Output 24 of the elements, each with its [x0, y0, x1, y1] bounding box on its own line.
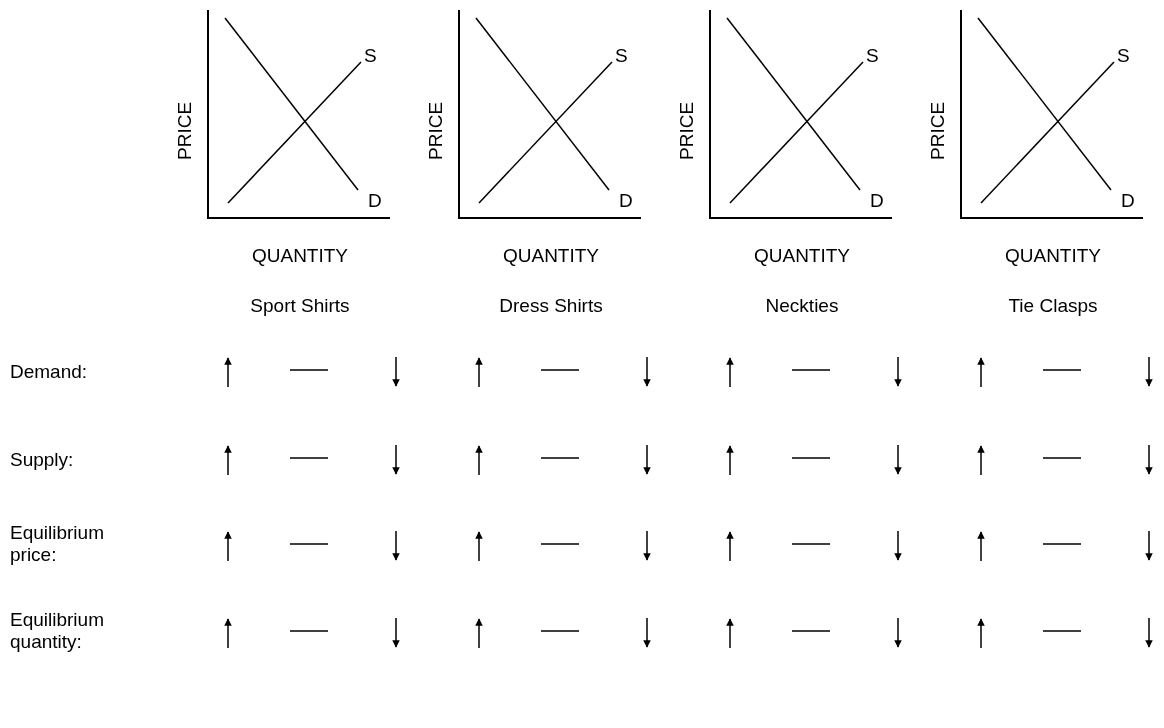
axis-title: PRICE: [927, 101, 949, 160]
curve-label: D: [1121, 190, 1135, 212]
axis-title: QUANTITY: [501, 245, 601, 267]
curve-label: D: [870, 190, 884, 212]
curve-label: S: [364, 45, 377, 67]
axis-title: PRICE: [174, 101, 196, 160]
column-heading: Tie Clasps: [1007, 295, 1099, 317]
curve-label: D: [619, 190, 633, 212]
curve-label: S: [1117, 45, 1130, 67]
curve-label: D: [368, 190, 382, 212]
axis-title: QUANTITY: [1003, 245, 1103, 267]
axis-title: QUANTITY: [250, 245, 350, 267]
column-heading: Dress Shirts: [498, 295, 604, 317]
row-label: Equilibrium quantity:: [10, 609, 105, 653]
row-label: Supply:: [10, 449, 75, 471]
curve-label: S: [615, 45, 628, 67]
row-label: Demand:: [10, 361, 89, 383]
column-heading: Neckties: [764, 295, 840, 317]
axis-title: PRICE: [425, 101, 447, 160]
axis-title: QUANTITY: [752, 245, 852, 267]
row-label: Equilibrium price:: [10, 522, 105, 566]
column-heading: Sport Shirts: [249, 295, 351, 317]
curve-label: S: [866, 45, 879, 67]
axis-title: PRICE: [676, 101, 698, 160]
